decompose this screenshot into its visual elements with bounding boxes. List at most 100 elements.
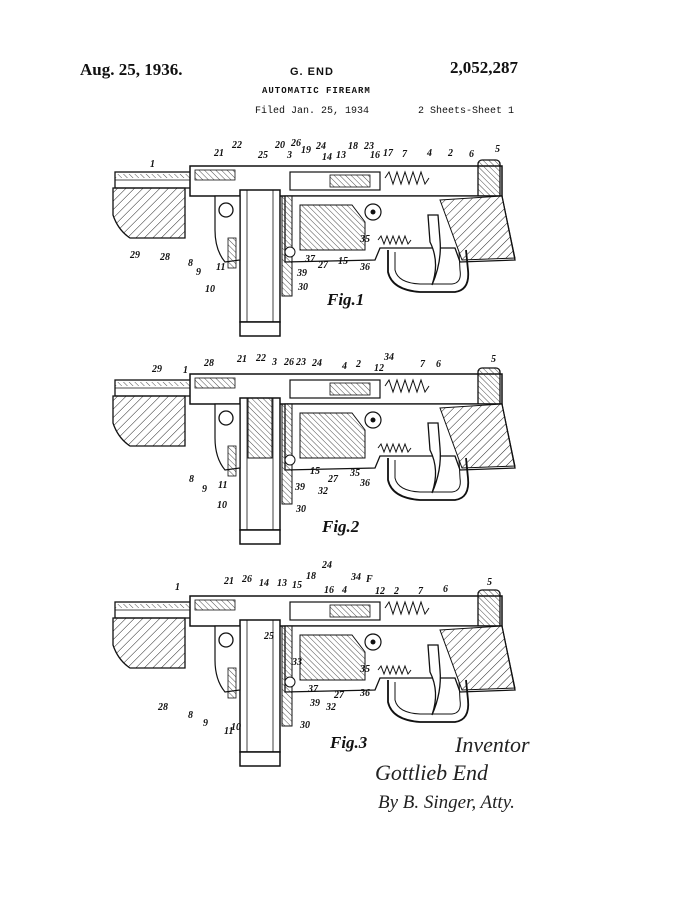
signature-role: Inventor <box>454 732 530 757</box>
reference-numeral: 6 <box>469 149 474 160</box>
reference-numeral: 21 <box>223 576 234 587</box>
reference-numeral: 4 <box>426 148 432 159</box>
patent-number: 2,052,287 <box>450 58 518 77</box>
reference-numeral: 6 <box>436 359 441 370</box>
reference-numeral: 2 <box>447 148 453 159</box>
reference-numeral: 18 <box>348 141 358 152</box>
reference-numeral: 7 <box>402 149 408 160</box>
reference-numeral: 30 <box>297 282 308 293</box>
reference-numeral: 7 <box>420 359 426 370</box>
signature-name: Gottlieb End <box>375 760 489 785</box>
reference-numeral: 12 <box>375 586 385 597</box>
reference-numeral: 8 <box>189 474 194 485</box>
reference-numeral: 28 <box>157 702 168 713</box>
reference-numeral: 30 <box>299 720 310 731</box>
reference-numeral: 34 <box>350 572 361 583</box>
reference-numeral: 1 <box>150 159 155 170</box>
reference-numeral: 15 <box>292 580 302 591</box>
reference-numeral: 23 <box>363 141 374 152</box>
reference-numeral: 30 <box>295 504 306 515</box>
reference-numeral: 14 <box>259 578 269 589</box>
reference-numeral: 11 <box>218 480 227 491</box>
reference-numeral: 3 <box>271 357 277 368</box>
reference-numeral: 1 <box>175 582 180 593</box>
reference-numeral: 27 <box>327 474 339 485</box>
reference-numeral: 7 <box>418 586 424 597</box>
reference-numeral: 3 <box>286 150 292 161</box>
reference-numeral: 33 <box>291 657 302 668</box>
reference-numeral: 14 <box>322 152 332 163</box>
reference-numeral: 12 <box>374 363 384 374</box>
reference-numeral: 2 <box>355 359 361 370</box>
reference-numeral: 24 <box>321 560 332 571</box>
reference-numeral: 24 <box>311 358 322 369</box>
reference-numeral: 18 <box>306 571 316 582</box>
reference-numeral: 16 <box>370 150 380 161</box>
reference-numeral: 6 <box>443 584 448 595</box>
reference-numeral: 9 <box>196 267 201 278</box>
reference-numeral: 23 <box>295 357 306 368</box>
reference-numeral: 27 <box>333 690 345 701</box>
reference-numeral: 8 <box>188 258 193 269</box>
reference-numeral: 27 <box>317 260 329 271</box>
signature-attorney: By B. Singer, Atty. <box>378 792 515 813</box>
reference-numeral: 37 <box>307 684 319 695</box>
inventor-name: G. END <box>290 66 334 78</box>
reference-numeral: 21 <box>213 148 224 159</box>
figure-2-caption: Fig.2 <box>321 517 360 536</box>
reference-numeral: 39 <box>296 268 307 279</box>
reference-numeral: 26 <box>290 138 301 149</box>
figure-1-caption: Fig.1 <box>326 290 364 309</box>
reference-numeral: 5 <box>491 354 496 365</box>
figure-1-drawing <box>112 159 516 337</box>
reference-numeral: 9 <box>203 718 208 729</box>
reference-numeral: 32 <box>325 702 336 713</box>
reference-numeral: 37 <box>304 254 316 265</box>
reference-numeral: 24 <box>315 141 326 152</box>
reference-numeral: F <box>365 574 373 585</box>
reference-numeral: 25 <box>263 631 274 642</box>
reference-numeral: 1 <box>183 365 188 376</box>
reference-numeral: 10 <box>217 500 227 511</box>
sheet-count: 2 Sheets-Sheet 1 <box>418 106 515 117</box>
reference-numeral: 10 <box>231 722 241 733</box>
patent-date: Aug. 25, 1936. <box>80 60 183 79</box>
reference-numeral: 17 <box>383 148 394 159</box>
reference-numeral: 28 <box>159 252 170 263</box>
reference-numeral: 13 <box>277 578 287 589</box>
reference-numeral: 39 <box>309 698 320 709</box>
reference-numeral: 28 <box>203 358 214 369</box>
reference-numeral: 36 <box>359 688 370 699</box>
reference-numeral: 2 <box>393 586 399 597</box>
reference-numeral: 34 <box>383 352 394 363</box>
reference-numeral: 5 <box>495 144 500 155</box>
reference-numeral: 29 <box>151 364 162 375</box>
reference-numeral: 22 <box>231 140 242 151</box>
reference-numeral: 15 <box>338 256 348 267</box>
reference-numeral: 39 <box>294 482 305 493</box>
reference-numeral: 32 <box>317 486 328 497</box>
reference-numeral: 8 <box>188 710 193 721</box>
reference-numeral: 4 <box>341 585 347 596</box>
patent-title: AUTOMATIC FIREARM <box>262 86 371 96</box>
figure-2-drawing <box>112 367 516 545</box>
reference-numeral: 35 <box>359 664 370 675</box>
reference-numeral: 19 <box>301 145 311 156</box>
reference-numeral: 25 <box>257 150 268 161</box>
reference-numeral: 9 <box>202 484 207 495</box>
reference-numeral: 36 <box>359 478 370 489</box>
reference-numeral: 4 <box>341 361 347 372</box>
reference-numeral: 22 <box>255 353 266 364</box>
reference-numeral: 10 <box>205 284 215 295</box>
reference-numeral: 21 <box>236 354 247 365</box>
reference-numeral: 11 <box>224 726 233 737</box>
reference-numeral: 20 <box>274 140 285 151</box>
reference-numeral: 5 <box>487 577 492 588</box>
reference-numeral: 35 <box>359 234 370 245</box>
figure-3-caption: Fig.3 <box>329 733 368 752</box>
reference-numeral: 16 <box>324 585 334 596</box>
